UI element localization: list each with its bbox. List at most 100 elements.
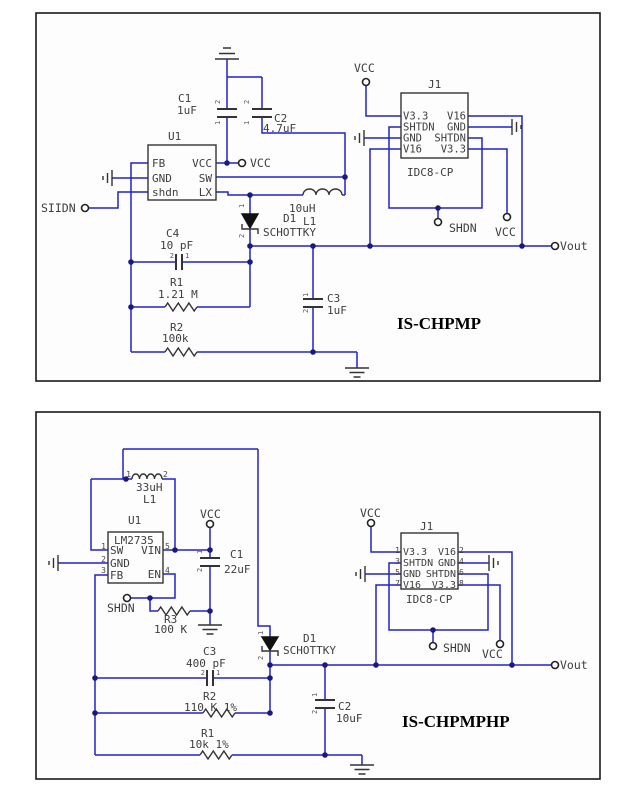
vcc-net-label: VCC [200,507,221,521]
ground-symbol [198,624,222,635]
d1-pin: 2 [238,234,246,238]
vout-net-label: Vout [560,658,588,672]
j1-pin-number: 2 [459,546,464,555]
j1-row-label: GND [447,122,466,134]
l1-value: 33uH [136,481,163,494]
c1-pin: 1 [196,550,204,554]
j1-pin-number: 7 [395,579,400,588]
vcc-terminal [502,212,512,222]
r1-value: 1.21 M [158,288,198,301]
labels-top-panel: C1 1uF 2 1 C2 4.7uF 2 1 U1 FB GND shdn V… [41,61,588,345]
shdn-terminal [122,593,132,603]
ground-symbol [511,119,522,135]
vcc-terminal [205,519,215,529]
r2-value: 110 K 1% [184,701,237,714]
c2-value: 10uF [336,712,363,725]
j1-row-label: SHTDN [403,558,433,569]
c1-ref: C1 [230,548,243,561]
u1-ic [147,144,217,201]
ground-symbol [102,170,113,186]
r1-resistor [199,749,233,761]
vout-net-label: Vout [560,239,588,253]
shdn-net-label: SHDN [443,641,471,655]
junction-dots [92,476,515,758]
c3-pin: 2 [302,309,310,313]
panel-title: IS-CHPMP [397,314,481,333]
c2-ref: C2 [338,700,351,713]
j1-row-label: GND [438,558,456,569]
ground-symbol [215,47,239,60]
l1-ref: L1 [143,493,156,506]
r2-ref: R2 [170,321,183,334]
j1-row-label: V3.3 [441,144,466,156]
symbols-top-panel [80,47,560,378]
u1-pin-en: EN [148,568,161,581]
vcc-net-label: VCC [250,156,271,170]
c4-pin: 2 [170,252,174,260]
u1-pin-number: 4 [165,566,170,575]
panel-is-chpmp: C1 1uF 2 1 C2 4.7uF 2 1 U1 FB GND shdn V… [35,12,601,382]
c1-ref: C1 [178,92,191,105]
u1-pin-sw: SW [110,544,124,557]
panel-title: IS-CHPMPHP [402,712,510,731]
u1-pin-gnd: GND [110,557,130,570]
l1-inductor [131,473,163,480]
panel-border [35,411,601,780]
r1-ref: R1 [170,276,183,289]
j1-row-label: V16 [438,547,456,558]
c3-capacitor [206,670,214,686]
c3-value: 1uF [327,304,347,317]
u1-pin-vin: VIN [141,544,161,557]
u1-pin-number: 1 [101,542,106,551]
c2-pin: 2 [243,100,251,104]
j1-pin-number: 6 [459,568,464,577]
shdn-terminal [433,217,443,227]
j1-pin-number: 1 [395,546,400,555]
c3-capacitor [303,298,323,308]
u1-pin-vcc: VCC [192,157,212,170]
r2-value: 100k [162,332,189,345]
r2-ref: R2 [203,690,216,703]
d1-diode [240,213,260,234]
r1-ref: R1 [201,727,214,740]
u1-pin-fb: FB [152,157,166,170]
j1-row-label: V16 [403,580,421,591]
u1-pin-number: 2 [101,555,106,564]
c3-pin: 1 [302,293,310,297]
c1-value: 22uF [224,563,251,576]
j1-pin-number: 3 [395,557,400,566]
j1-footprint: IDC8-CP [406,593,453,606]
j1-row-label: V3.3 [403,111,428,123]
j1-row-label: V3.3 [432,580,456,591]
u1-ref: U1 [128,514,141,527]
u1-pin-shdn: shdn [152,186,179,199]
c3-pin: 1 [216,669,220,677]
vcc-net-label: VCC [354,61,375,75]
u1-pin-number: 3 [101,566,106,575]
u1-pin-lx: LX [199,186,213,199]
j1-ref: J1 [420,520,433,533]
j1-row-label: GND [403,569,421,580]
u1-pin-number: 5 [165,542,170,551]
ground-symbol [354,130,365,146]
c1-capacitor [217,108,237,118]
shdn-terminal [80,203,90,213]
c2-pin: 2 [311,710,319,714]
c1-pin: 2 [196,568,204,572]
vcc-terminal [237,158,247,168]
c2-capacitor [252,108,272,118]
j1-row-label: GND [403,133,422,145]
d1-value: SCHOTTKY [283,644,336,657]
u1-pin-sw: SW [199,172,213,185]
ground-symbol [355,566,366,582]
c4-pin: 1 [185,252,189,260]
panel-border [35,12,601,382]
c2-capacitor [315,699,335,709]
u1-pin-fb: FB [110,569,124,582]
d1-pin: 1 [238,204,246,208]
c3-ref: C3 [203,645,216,658]
c2-ref: C2 [274,112,287,125]
r3-value: 100 K [154,623,187,636]
c3-value: 400 pF [186,657,226,670]
